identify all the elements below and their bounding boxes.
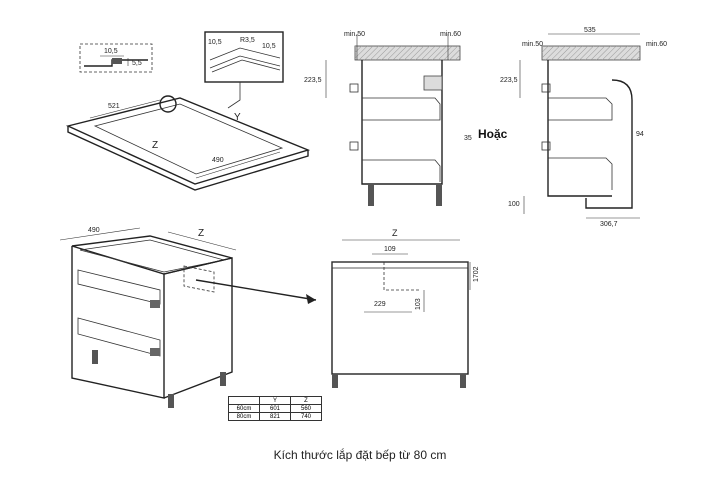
back-w109: 109 bbox=[384, 246, 396, 253]
side2-w535: 535 bbox=[584, 27, 596, 34]
side2-w306: 306,7 bbox=[600, 221, 618, 228]
back-view: Z 109 1702 229 103 bbox=[331, 228, 480, 388]
page-caption: Kích thước lắp đặt bếp từ 80 cm bbox=[273, 448, 447, 462]
table-cell: 740 bbox=[290, 412, 322, 421]
side2-h100: 100 bbox=[508, 201, 520, 208]
back-h103: 103 bbox=[415, 298, 422, 310]
or-label: Hoặc bbox=[478, 127, 508, 141]
side1-min50: min.50 bbox=[344, 31, 365, 38]
table-cell: 560 bbox=[290, 404, 322, 413]
table-cell: 601 bbox=[259, 404, 291, 413]
back-w229: 229 bbox=[374, 301, 386, 308]
side2-min50: min.50 bbox=[522, 41, 543, 48]
table-row: 80cm 821 740 bbox=[228, 412, 322, 421]
cabinet-perspective: 490 Z bbox=[59, 227, 317, 408]
worktop-y: Y bbox=[234, 112, 241, 123]
cut-edge-detail: 10,5 5,5 bbox=[79, 43, 153, 73]
side-view-flush: min.50 min.60 223,5 35 bbox=[304, 31, 472, 206]
zoom-label-a: 10,5 bbox=[208, 39, 222, 46]
size-table-header-cell: Z bbox=[290, 396, 322, 405]
worktop-z: Z bbox=[152, 140, 158, 151]
size-table-header-cell bbox=[228, 396, 260, 405]
side-view-vent: 535 min.50 min.60 223,5 94 100 306,7 bbox=[500, 27, 667, 228]
worktop-depth: 490 bbox=[212, 157, 224, 164]
size-table-header-cell: Y bbox=[259, 396, 291, 405]
table-cell: 60cm bbox=[228, 404, 260, 413]
side2-w94: 94 bbox=[636, 131, 644, 138]
detail-label-b: 5,5 bbox=[132, 60, 142, 67]
zoom-label-c: 10,5 bbox=[262, 43, 276, 50]
size-table-header: Y Z bbox=[228, 396, 322, 405]
side1-h223: 223,5 bbox=[304, 77, 322, 84]
size-table: Y Z 60cm 601 560 80cm 821 740 bbox=[228, 396, 322, 421]
side2-h223: 223,5 bbox=[500, 77, 518, 84]
back-h1702: 1702 bbox=[473, 266, 480, 282]
cabinet-depth: 490 bbox=[88, 227, 100, 234]
side1-w35: 35 bbox=[464, 135, 472, 142]
detail-label-a: 10,5 bbox=[104, 48, 118, 55]
side2-min60: min.60 bbox=[646, 41, 667, 48]
table-cell: 821 bbox=[259, 412, 291, 421]
corner-zoom-detail: 10,5 R3,5 10,5 bbox=[204, 31, 284, 109]
back-z: Z bbox=[392, 228, 398, 238]
table-row: 60cm 601 560 bbox=[228, 404, 322, 413]
worktop-plate: 521 Z Y 490 bbox=[65, 95, 311, 191]
cabinet-z: Z bbox=[198, 228, 204, 239]
zoom-label-b: R3,5 bbox=[240, 37, 255, 44]
table-cell: 80cm bbox=[228, 412, 260, 421]
side1-min60: min.60 bbox=[440, 31, 461, 38]
worktop-width: 521 bbox=[108, 103, 120, 110]
